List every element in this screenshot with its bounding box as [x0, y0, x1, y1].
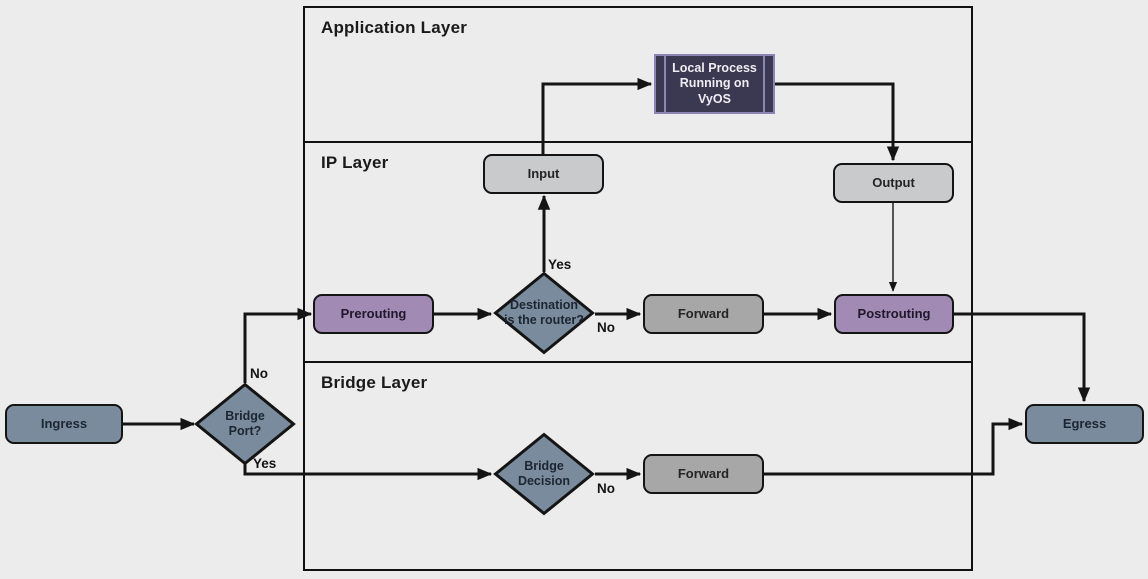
node-local-process-label: Local Process Running on VyOS: [672, 60, 757, 106]
edge-label-bridge-port-yes: Yes: [253, 456, 277, 471]
edge-label-bridge-port-no: No: [250, 366, 268, 381]
edge-input-to-localprocess: [541, 77, 653, 154]
node-forward-bridge: Forward: [643, 454, 764, 494]
node-input: Input: [483, 154, 604, 194]
node-output: Output: [833, 163, 954, 203]
node-local-process: Local Process Running on VyOS: [654, 54, 775, 114]
process-inner-line-left: [664, 56, 666, 112]
node-ingress: Ingress: [5, 404, 123, 444]
edge-bridgeport-no-to-prerouting: [243, 307, 313, 383]
ip-layer-container: IP Layer: [303, 143, 973, 363]
edge-localprocess-to-output: [775, 82, 900, 162]
node-bridge-port-decision: Bridge Port?: [194, 382, 296, 466]
node-postrouting: Postrouting: [834, 294, 954, 334]
process-inner-line-right: [763, 56, 765, 112]
node-bridge-port-label: Bridge Port?: [225, 409, 265, 438]
node-bridge-decision-label: Bridge Decision: [517, 459, 571, 488]
node-egress: Egress: [1025, 404, 1144, 444]
node-destination-label: Destination is the router?: [504, 298, 584, 327]
node-destination-decision: Destination is the router?: [493, 271, 595, 355]
edge-label-bridge-decision-no: No: [597, 481, 615, 496]
node-forward-ip: Forward: [643, 294, 764, 334]
node-prerouting: Prerouting: [313, 294, 434, 334]
bridge-layer-container: Bridge Layer: [303, 363, 973, 571]
edge-label-destination-no: No: [597, 320, 615, 335]
edge-postrouting-to-egress: [954, 312, 1091, 403]
application-layer-container: Application Layer: [303, 6, 973, 143]
node-bridge-decision: Bridge Decision: [493, 432, 595, 516]
edge-label-destination-yes: Yes: [548, 257, 572, 272]
edge-bridgeport-yes-to-bridgedecision: [243, 464, 493, 481]
application-layer-title: Application Layer: [321, 18, 468, 37]
edge-forwardbridge-to-egress: [764, 417, 1024, 476]
bridge-layer-title: Bridge Layer: [321, 373, 428, 392]
ip-layer-title: IP Layer: [321, 153, 389, 172]
